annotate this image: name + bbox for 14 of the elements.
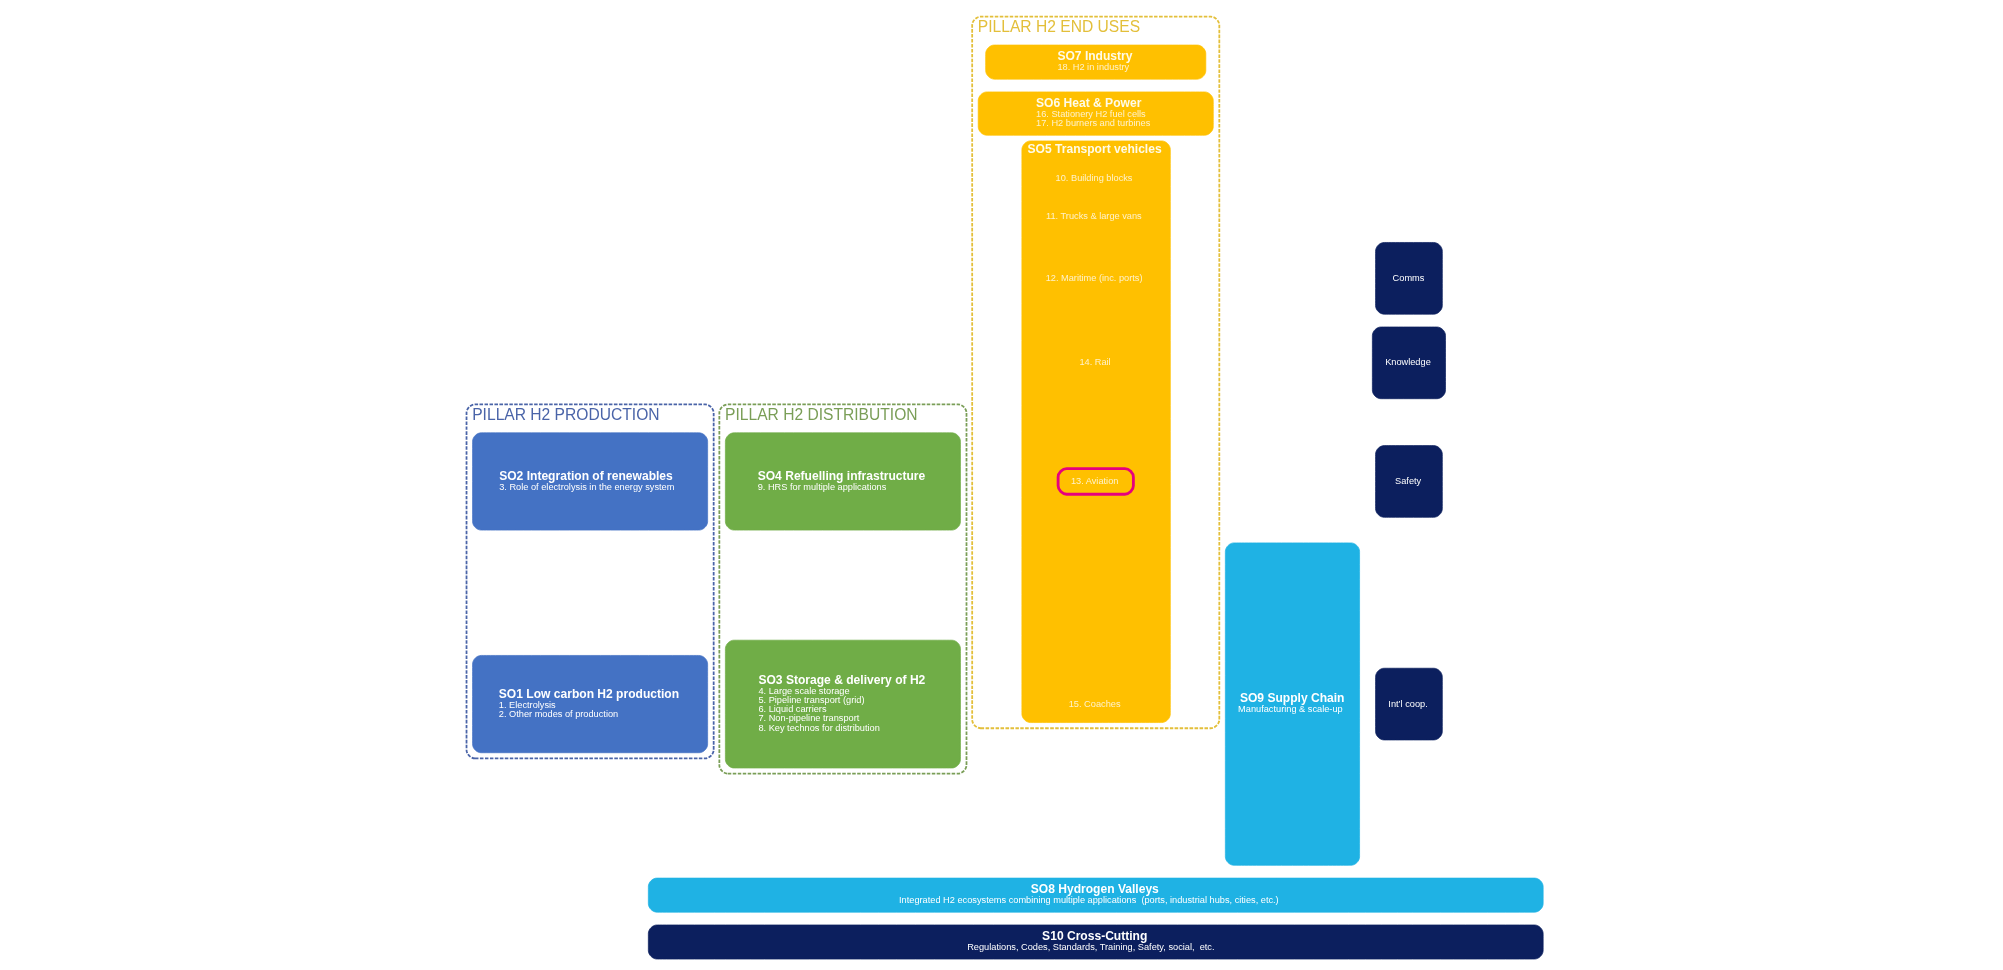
node-box: SO7 Industry 18. H2 in industry (984, 44, 1206, 80)
node-box: SO3 Storage & delivery of H2 4. Large scale storage 5. Pipeline transport (grid) 6. Liquid carriers 7. Non-pipeline transport 8. Key technos for distribution (724, 639, 961, 769)
node-box: SO2 Integration of renewables 3. Role of electrolysis in the energy system (471, 432, 708, 531)
node-box: Comms (1374, 242, 1443, 315)
node-box: SO6 Heat & Power 16. Stationery H2 fuel cells 17. H2 burners and turbines (977, 91, 1214, 136)
node-box: Int’l coop. (1374, 667, 1443, 741)
node-box: S10 Cross-Cutting Regulations, Codes, Standards, Training, Safety, social, etc. (647, 924, 1543, 960)
node-box: SO8 Hydrogen Valleys Integrated H2 ecosystems combining multiple applications (ports, industrial hubs, cities, etc.) (647, 877, 1543, 913)
node-box: 13. Aviation (1056, 467, 1135, 496)
node-box: SO9 Supply Chain Manufacturing & scale-up (1224, 542, 1360, 866)
node-box: Knowledge (1371, 326, 1446, 400)
node-box: SO1 Low carbon H2 production 1. Electrolysis 2. Other modes of production (471, 655, 708, 754)
node-box: SO4 Refuelling infrastructure 9. HRS for multiple applications (724, 432, 961, 531)
node-box: Safety (1374, 445, 1443, 518)
